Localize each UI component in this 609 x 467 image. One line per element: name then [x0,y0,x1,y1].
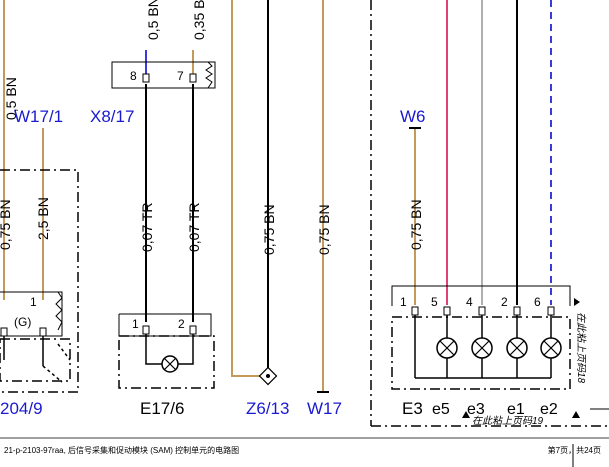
box-e3 [391,316,571,390]
page-footer: 21-p-2103-97raa, 后信号采集和促动模块 (SAM) 控制单元的电… [0,438,609,467]
wire-label-w17-1: 2,5 BN [35,197,51,240]
pin-label-e3-4: 4 [466,295,473,309]
pin-label-e17-2: 2 [178,317,185,331]
lamp-e3-e5 [436,337,458,359]
pin-label-e3-1: 1 [400,295,407,309]
pin-label-left-g: (G) [14,315,31,329]
pin-e17-1 [142,325,150,335]
component-204-9: 204/9 [0,399,43,418]
footer-page-number: 第7页，共24页 [547,446,601,455]
connector-e17 [118,313,212,337]
ground-x8-17: X8/17 [90,107,134,126]
pin-label-e3-2: 2 [501,295,508,309]
wire-label-7-tr: 0,07 TR [186,202,202,252]
wire-label-left-top: 0,5 BN [3,77,19,120]
connector-8-7 [111,61,216,89]
pin-7 [189,73,197,83]
lamp-e3-e2 [540,337,562,359]
wire-label-8-tr: 0,07 TR [139,202,155,252]
wire-label-7: 0,35 BN [191,0,207,40]
component-e3: E3 [402,399,423,418]
e3-label-e3: e3 [467,401,485,418]
lamp-e3-e3 [471,337,493,359]
footer-document-title: 21-p-2103-97raa, 后信号采集和促动模块 (SAM) 控制单元的电… [4,446,240,455]
arrow-side [574,298,580,306]
wire-left-inner-c [42,365,63,383]
arrow-bottom-2 [572,411,580,418]
pin-label-7: 7 [177,69,184,83]
e3-label-e5: e5 [432,401,450,418]
resistor-symbol [205,61,213,89]
wire-label-z6: 0,75 BN [261,204,277,255]
pin-label-e3-6: 6 [534,295,541,309]
arrow-bottom-1 [462,411,470,418]
pin-e3-4 [478,306,486,316]
lamp-e3-e1 [506,337,528,359]
note-side: 在此粘上页码18 [575,312,587,384]
ground-w17-1: W17/1 [14,107,63,126]
pin-e3-1 [411,306,419,316]
pin-label-left-1: 1 [30,295,37,309]
note-bottom: 在此粘上页码19 [472,415,544,427]
component-e17-6: E17/6 [140,399,184,418]
pin-left-a [0,327,8,337]
connector-left [0,291,63,337]
ground-z6-13: Z6/13 [246,399,289,418]
wire-label-w6: 0,75 BN [408,199,424,250]
resistor-left [55,291,63,331]
pin-e3-5 [443,306,451,316]
e3-label-e2: e2 [540,401,558,418]
pin-left-b [39,327,47,337]
pin-e3-6 [547,306,555,316]
pin-label-e3-5: 5 [431,295,438,309]
wire-label-8: 0,5 BN [145,0,161,40]
pin-e17-2 [189,325,197,335]
ground-w6: W6 [400,107,426,126]
wire-label-left-mid: 0,75 BN [0,199,13,250]
wire-label-w17: 0,75 BN [316,204,332,255]
e3-label-e1: e1 [507,401,525,418]
box-204 [0,169,79,393]
pin-label-e17-1: 1 [132,317,139,331]
pin-label-8: 8 [130,69,137,83]
ground-w17: W17 [307,399,342,418]
pin-8 [142,73,150,83]
box-204-inner [0,338,71,382]
wire-z6-brown [231,0,262,377]
connector-e3 [391,285,571,306]
pin-e3-2 [513,306,521,316]
wire-left-inner-d [57,343,71,361]
